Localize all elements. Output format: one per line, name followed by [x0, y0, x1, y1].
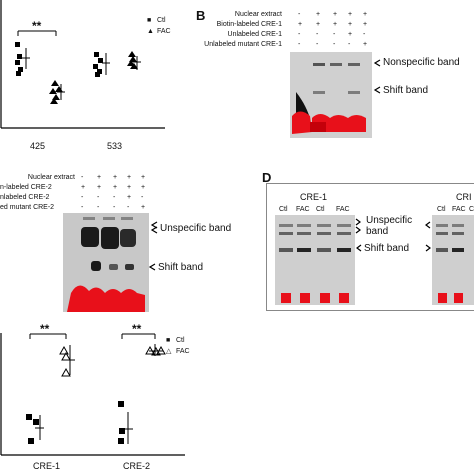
a-fac-533-points	[127, 51, 138, 69]
b-row-label-1: Biotin-labeled CRE-1	[216, 21, 282, 28]
e-legend-fac-label: FAC	[176, 348, 190, 355]
b-mark: -	[298, 31, 301, 38]
c-gel-image	[63, 213, 149, 312]
a-legend-fac-label: FAC	[157, 28, 171, 35]
c-mark: +	[141, 174, 146, 181]
b-mark: -	[333, 31, 336, 38]
d-lane-label: FAC	[452, 206, 466, 213]
c-mark: +	[113, 184, 118, 191]
panel-d-letter: D	[262, 170, 272, 185]
b-mark: -	[316, 41, 319, 48]
b-mark: +	[363, 41, 368, 48]
b-mark: -	[298, 11, 301, 18]
panel-b-letter: B	[196, 8, 206, 23]
d-lane-label: Ctl	[279, 206, 288, 213]
e-significance-1: **	[40, 322, 50, 336]
d-gel2-image	[432, 215, 474, 305]
c-mark: +	[127, 174, 132, 181]
b-mark: +	[363, 21, 368, 28]
a-ctl-533-points	[93, 52, 103, 77]
d-band-unspecific: Unspecific band	[366, 215, 413, 237]
b-mark: -	[348, 41, 351, 48]
c-mark: +	[113, 174, 118, 181]
b-mark: -	[363, 31, 366, 38]
c-row-label-3: ed mutant CRE-2	[0, 204, 55, 211]
c-mark: +	[97, 184, 102, 191]
c-row-label-2: nlabeled CRE-2	[0, 194, 50, 201]
d-gel1-image	[275, 215, 355, 305]
b-band-shift: Shift band	[383, 85, 429, 96]
d-lane-label: Ctl	[437, 206, 446, 213]
d-gel2-title: CRI	[456, 192, 472, 202]
e-legend-ctl-symbol: ■	[166, 337, 171, 344]
e-xtick-cre1: CRE-1	[33, 461, 61, 471]
c-mark: -	[81, 194, 84, 201]
d-frame	[266, 183, 474, 311]
e-xtick-cre2: CRE-2	[123, 461, 151, 471]
c-mark: +	[141, 184, 146, 191]
b-band-nonspecific: Nonspecific band	[383, 57, 460, 68]
c-mark: +	[141, 204, 146, 211]
a-fac-425-points	[49, 80, 63, 104]
c-band-shift: Shift band	[158, 262, 204, 273]
b-mark: +	[348, 31, 353, 38]
b-mark: -	[316, 31, 319, 38]
c-mark: -	[127, 204, 130, 211]
d-gel1-title: CRE-1	[300, 192, 328, 202]
a-significance: **	[32, 19, 42, 33]
b-mark: +	[316, 11, 321, 18]
b-mark: +	[348, 21, 353, 28]
d-band-shift: Shift band	[364, 243, 410, 254]
c-band-unspecific: Unspecific band	[160, 223, 232, 234]
b-mark: +	[333, 21, 338, 28]
c-mark: +	[81, 184, 86, 191]
b-mark: +	[298, 21, 303, 28]
c-mark: -	[81, 204, 84, 211]
c-mark: -	[113, 194, 116, 201]
c-mark: -	[113, 204, 116, 211]
c-mark: +	[97, 174, 102, 181]
e-legend-ctl-label: Ctl	[176, 337, 185, 344]
b-row-label-0: Nuclear extract	[234, 11, 282, 18]
d-lane-label: FAC	[296, 206, 310, 213]
a-legend-ctl-symbol: ■	[147, 17, 152, 24]
b-mark: -	[298, 41, 301, 48]
e-significance-2: **	[132, 322, 142, 336]
d-lane-label: C	[469, 206, 474, 213]
c-row-label-1: n-labeled CRE-2	[0, 184, 52, 191]
c-mark: -	[141, 194, 144, 201]
e-legend-fac-symbol: △	[166, 348, 172, 355]
a-legend-fac-symbol: ▲	[147, 28, 154, 35]
a-ctl-425-points	[15, 42, 23, 76]
b-mark: +	[348, 11, 353, 18]
c-row-label-0: Nuclear extract	[27, 174, 75, 181]
c-mark: +	[127, 194, 132, 201]
a-xtick-425: 425	[30, 141, 46, 151]
b-mark: -	[333, 41, 336, 48]
b-gel-image	[290, 52, 372, 138]
b-row-label-3: Unlabeled mutant CRE-1	[204, 41, 282, 48]
c-mark: +	[127, 184, 132, 191]
d-lane-label: FAC	[336, 206, 350, 213]
a-legend-ctl-label: Ctl	[157, 17, 166, 24]
b-mark: +	[363, 11, 368, 18]
c-mark: -	[81, 174, 84, 181]
c-mark: -	[97, 194, 100, 201]
b-mark: +	[333, 11, 338, 18]
a-xtick-533: 533	[107, 141, 123, 151]
b-mark: +	[316, 21, 321, 28]
b-row-label-2: Unlabeled CRE-1	[227, 31, 282, 38]
d-lane-label: Ctl	[316, 206, 325, 213]
c-mark: -	[97, 204, 100, 211]
